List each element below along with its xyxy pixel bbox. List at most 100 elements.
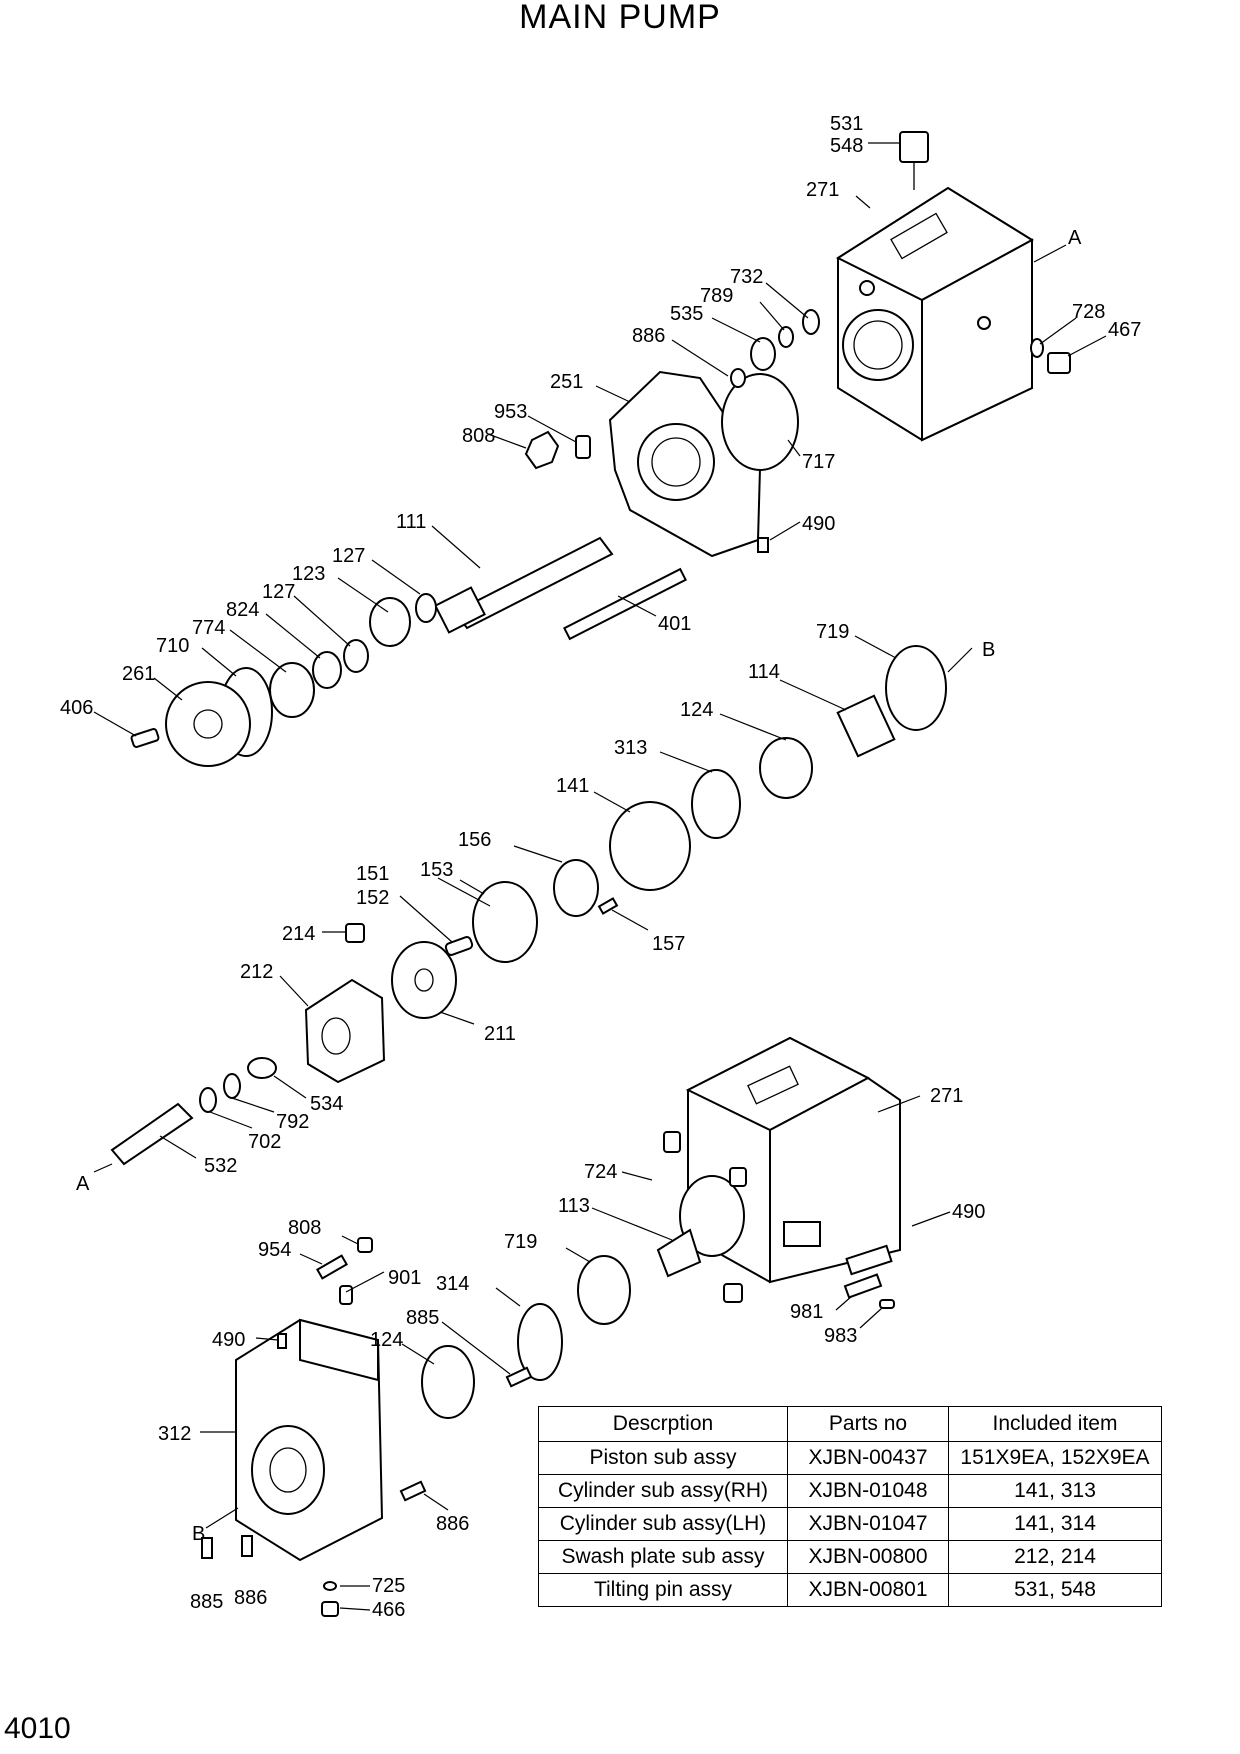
- callout: 531: [830, 113, 863, 135]
- table-cell: 151X9EA, 152X9EA: [948, 1441, 1162, 1475]
- callout: 314: [436, 1273, 469, 1295]
- callout: 467: [1108, 319, 1141, 341]
- table-row: Piston sub assy XJBN-00437 151X9EA, 152X…: [538, 1441, 1162, 1475]
- column-header: Parts no: [787, 1406, 949, 1442]
- callout: 534: [310, 1093, 343, 1115]
- column-header: Descrption: [538, 1406, 788, 1442]
- tilting-pin-531: [899, 131, 929, 190]
- callout: 123: [292, 563, 325, 585]
- table-row: Swash plate sub assy XJBN-00800 212, 214: [538, 1540, 1162, 1574]
- callout: 725: [372, 1575, 405, 1597]
- callout: B: [982, 639, 995, 661]
- callout: 157: [652, 933, 685, 955]
- valve-block-312: [201, 1237, 563, 1617]
- table-row: Cylinder sub assy(RH) XJBN-01048 141, 31…: [538, 1474, 1162, 1508]
- callout: 886: [436, 1513, 469, 1535]
- housing-271-top: [835, 186, 1034, 442]
- table-cell: XJBN-01047: [787, 1507, 949, 1541]
- table-cell: Tilting pin assy: [538, 1573, 788, 1607]
- callout: 124: [680, 699, 713, 721]
- callout: 113: [558, 1195, 590, 1217]
- callout: 824: [226, 599, 259, 621]
- callout: 789: [700, 285, 733, 307]
- callout: 724: [584, 1161, 617, 1183]
- housing-271-assembled: [656, 1036, 901, 1303]
- callout: 808: [462, 425, 495, 447]
- callout: 983: [824, 1325, 857, 1347]
- callout: 490: [802, 513, 835, 535]
- callout: 271: [930, 1085, 963, 1107]
- callout: 127: [262, 581, 295, 603]
- table-header-row: Descrption Parts no Included item: [538, 1406, 1162, 1442]
- callout: 151: [356, 863, 389, 885]
- table-cell: Swash plate sub assy: [538, 1540, 788, 1574]
- callout: 719: [504, 1231, 537, 1253]
- callout: B: [192, 1523, 205, 1545]
- callout: A: [76, 1173, 90, 1195]
- page-number: 4010: [4, 1712, 71, 1745]
- cover-251: [524, 368, 799, 558]
- callout: 885: [406, 1307, 439, 1329]
- callout: 953: [494, 401, 527, 423]
- callout: 774: [192, 617, 225, 639]
- callout: 886: [632, 325, 665, 347]
- callout: 114: [748, 661, 780, 683]
- table-cell: 141, 314: [948, 1507, 1162, 1541]
- swash-plate-212: [110, 923, 386, 1166]
- callout: 792: [276, 1111, 309, 1133]
- table-cell: Cylinder sub assy(RH): [538, 1474, 788, 1508]
- leader-lines: [93, 142, 1107, 1611]
- callout: 728: [1072, 301, 1105, 323]
- callout: 261: [122, 663, 155, 685]
- callout: A: [1068, 227, 1082, 249]
- callout: 490: [212, 1329, 245, 1351]
- callout: 271: [806, 179, 839, 201]
- callout-labels: 531 548 271 A 732 789 535 728 467 886 25…: [60, 113, 1141, 1621]
- table-cell: Cylinder sub assy(LH): [538, 1507, 788, 1541]
- page-title: MAIN PUMP: [519, 0, 721, 36]
- callout: 702: [248, 1131, 281, 1153]
- callout: 717: [802, 451, 835, 473]
- callout: 212: [240, 961, 273, 983]
- callout: 954: [258, 1239, 291, 1261]
- callout: 312: [158, 1423, 191, 1445]
- parts-568-719b-981: [577, 1255, 895, 1325]
- callout: 732: [730, 266, 763, 288]
- callout: 466: [372, 1599, 405, 1621]
- table-cell: 141, 313: [948, 1474, 1162, 1508]
- callout: 127: [332, 545, 365, 567]
- callout: 901: [388, 1267, 421, 1289]
- callout: 808: [288, 1217, 321, 1239]
- table-cell: 531, 548: [948, 1573, 1162, 1607]
- column-header: Included item: [948, 1406, 1162, 1442]
- callout: 153: [420, 859, 453, 881]
- callout: 251: [550, 371, 583, 393]
- callout: 886: [234, 1587, 267, 1609]
- callout: 124: [370, 1329, 403, 1351]
- callout: 981: [790, 1301, 823, 1323]
- callout: 141: [556, 775, 589, 797]
- callout: 152: [356, 887, 389, 909]
- callout: 490: [952, 1201, 985, 1223]
- callout: 211: [484, 1023, 516, 1045]
- table-cell: Piston sub assy: [538, 1441, 788, 1475]
- callout: 401: [658, 613, 691, 635]
- table-cell: XJBN-00437: [787, 1441, 949, 1475]
- table-cell: XJBN-00801: [787, 1573, 949, 1607]
- table-cell: XJBN-00800: [787, 1540, 949, 1574]
- rotary-group: [391, 645, 947, 1019]
- table-cell: 212, 214: [948, 1540, 1162, 1574]
- table-row: Tilting pin assy XJBN-00801 531, 548: [538, 1573, 1162, 1607]
- callout: 406: [60, 697, 93, 719]
- sub-assembly-table: Descrption Parts no Included item Piston…: [538, 1406, 1162, 1607]
- table-row: Cylinder sub assy(LH) XJBN-01047 141, 31…: [538, 1507, 1162, 1541]
- callout: 532: [204, 1155, 237, 1177]
- callout: 535: [670, 303, 703, 325]
- callout: 548: [830, 135, 863, 157]
- callout: 710: [156, 635, 189, 657]
- shaft-111-bearings: [130, 536, 687, 767]
- seals-732-789-535: [750, 309, 1071, 374]
- table-cell: XJBN-01048: [787, 1474, 949, 1508]
- callout: 156: [458, 829, 491, 851]
